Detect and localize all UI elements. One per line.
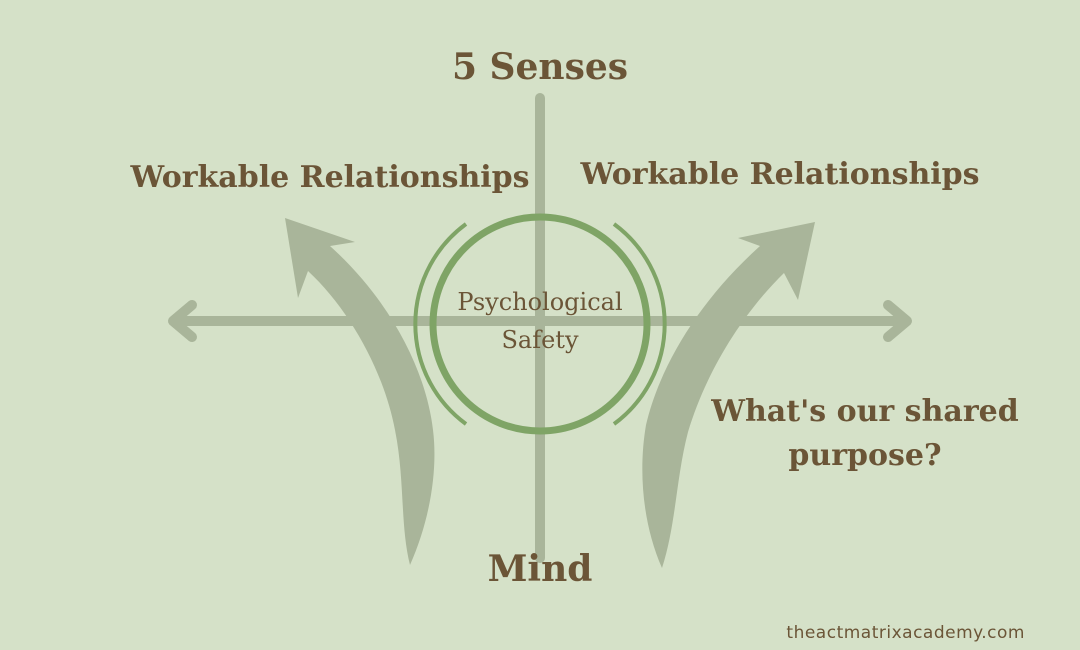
center-label-psychological-safety: Psychological Safety <box>420 283 660 359</box>
left-curved-arrow <box>285 218 435 565</box>
right-curved-arrow <box>642 222 815 568</box>
center-label-line-2: Safety <box>501 326 579 354</box>
left-arrowhead <box>168 300 197 342</box>
top-label-five-senses: 5 Senses <box>451 46 629 88</box>
right-outer-arc <box>612 222 667 426</box>
safety-circle <box>429 213 651 435</box>
center-label-line-1: Psychological <box>457 288 623 316</box>
question-label-shared-purpose: What's our shared purpose? <box>711 394 1019 473</box>
left-label-workable-relationships: Workable Relationships <box>130 160 530 195</box>
left-outer-arc <box>413 222 468 426</box>
watermark-url: theactmatrixacademy.com <box>786 623 1025 643</box>
right-label-workable-relationships: Workable Relationships <box>580 157 980 192</box>
bottom-label-mind: Mind <box>487 548 593 590</box>
right-arrowhead <box>883 300 912 342</box>
